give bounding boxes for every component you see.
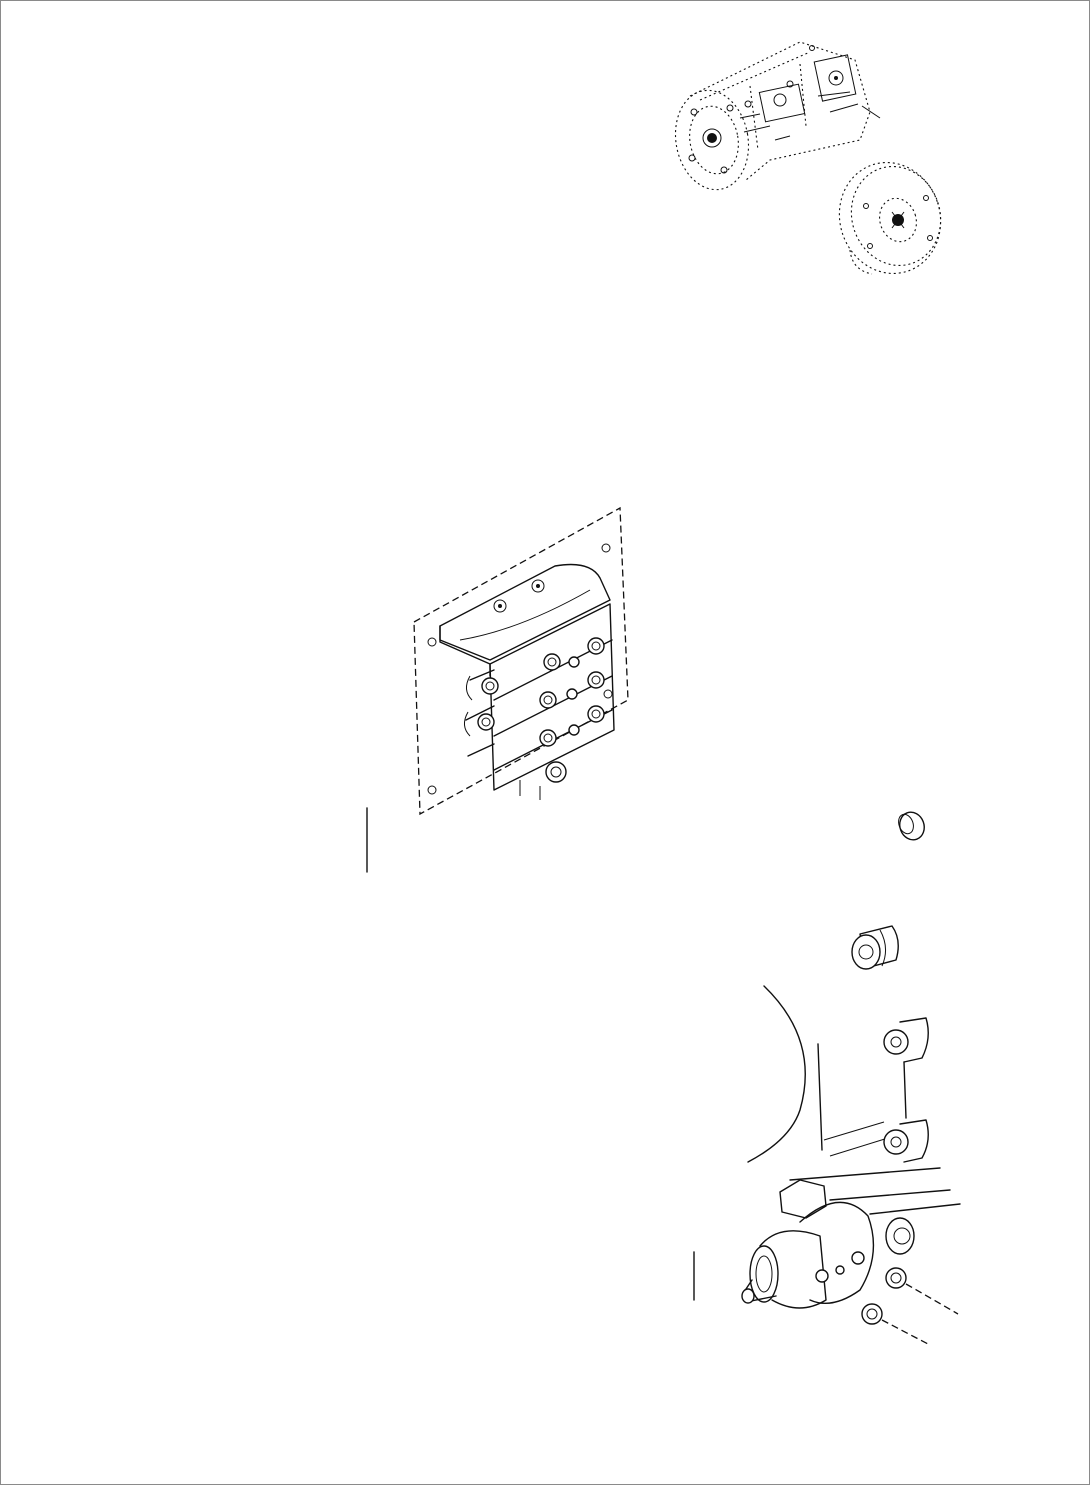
hose-fitting[interactable] [851,925,899,970]
steering-unit-assembly[interactable] [741,985,961,1345]
cap-nut[interactable] [896,809,928,844]
control-valve-assembly[interactable] [413,506,629,816]
drive-coupling[interactable] [825,149,955,286]
hydraulic-pump[interactable] [668,41,881,195]
